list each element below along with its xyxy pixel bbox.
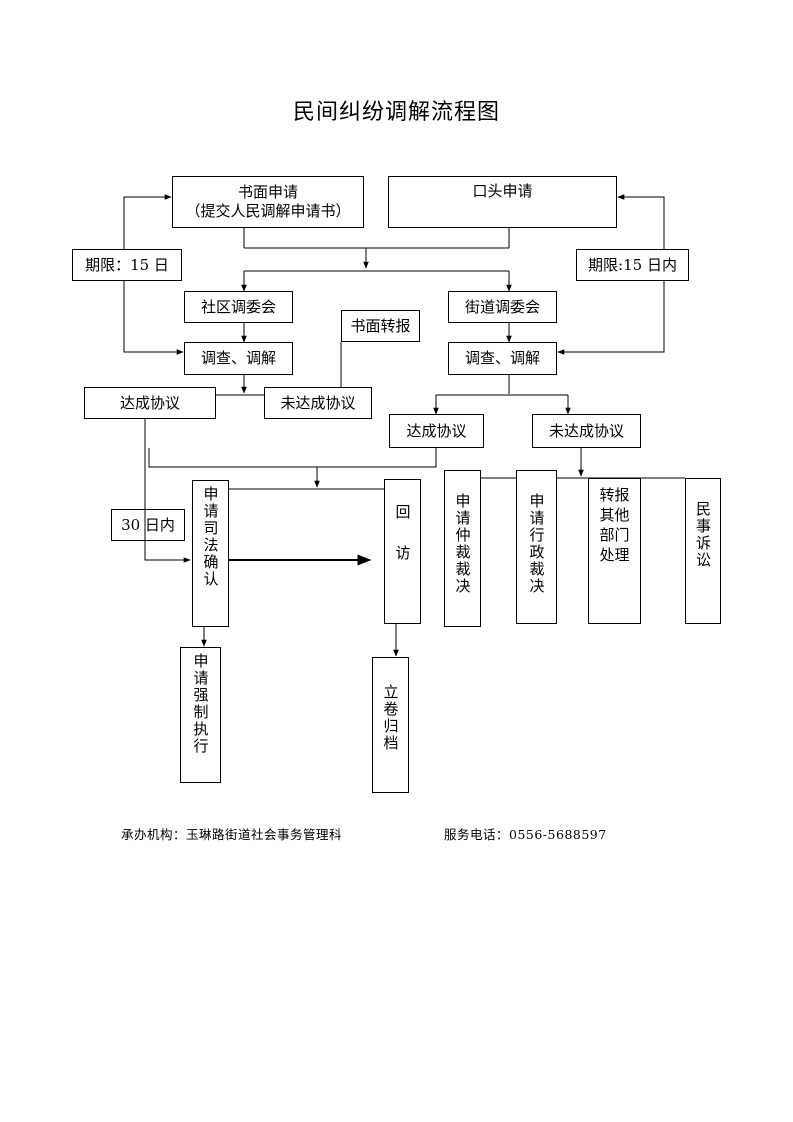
agreement-right-box: 达成协议: [389, 414, 484, 448]
administrative-ruling-label: 申请行政裁决: [527, 493, 546, 595]
arbitration-label: 申请仲裁裁决: [453, 493, 472, 595]
arrow-limit-right-up: [617, 194, 665, 249]
arbitration-box: 申请仲裁裁决: [444, 470, 481, 627]
archive-box: 立卷归档: [372, 657, 409, 793]
civil-litigation-box: 民事诉讼: [685, 478, 721, 624]
no-agreement-left-box: 未达成协议: [264, 387, 372, 419]
investigate-right-box: 调查、调解: [448, 342, 557, 375]
arrow-limit-right-down: [557, 281, 665, 355]
arrow-to-judicial: [144, 411, 191, 563]
limit-right-box: 期限:15 日内: [576, 249, 689, 281]
investigate-left-box: 调查、调解: [184, 342, 293, 375]
follow-up-visit-box: 回访: [384, 479, 421, 624]
transfer-other-departments-box: 转报其他部门处理: [588, 478, 641, 624]
page-title: 民间纠纷调解流程图: [292, 100, 500, 125]
enforcement-box: 申请强制执行: [180, 647, 221, 783]
follow-up-visit-label: 回访: [393, 504, 412, 586]
written-application-sublabel: （提交人民调解申请书）: [185, 202, 351, 220]
judicial-confirmation-label: 申请司法确认: [201, 486, 220, 588]
arrow-limit-left-down: [123, 281, 184, 355]
no-agreement-right-box: 未达成协议: [532, 414, 641, 448]
footer-organizer: 承办机构：玉琳路街道社会事务管理科: [121, 827, 343, 842]
civil-litigation-label: 民事诉讼: [694, 501, 712, 569]
agreement-left-box: 达成协议: [84, 387, 216, 419]
enforcement-label: 申请强制执行: [191, 653, 210, 755]
transfer-other-departments-label: 转报其他部门处理: [599, 486, 630, 564]
limit-left-box: 期限：15 日: [72, 249, 182, 281]
connector-agreement-right-down: [148, 448, 437, 468]
written-application-box: 书面申请 （提交人民调解申请书）: [172, 176, 364, 228]
written-application-label: 书面申请: [237, 183, 298, 201]
arrow-limit-left-up: [123, 194, 172, 249]
written-referral-box: 书面转报: [341, 310, 420, 342]
archive-label: 立卷归档: [381, 684, 400, 752]
community-committee-box: 社区调委会: [184, 291, 293, 323]
administrative-ruling-box: 申请行政裁决: [516, 470, 557, 624]
oral-application-box: 口头申请: [388, 176, 617, 228]
within-30-days-box: 30 日内: [111, 509, 185, 541]
street-committee-box: 街道调委会: [448, 291, 557, 323]
footer-phone: 服务电话：0556-5688597: [444, 827, 607, 842]
judicial-confirmation-box: 申请司法确认: [192, 480, 229, 627]
